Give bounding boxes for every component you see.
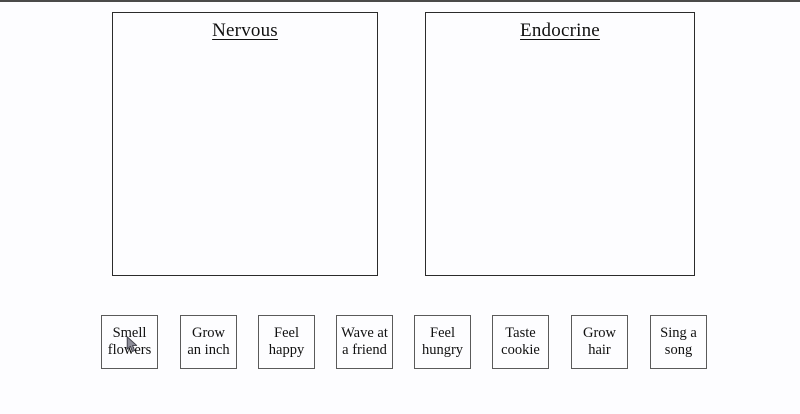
card-label: Smell flowers	[107, 324, 152, 358]
card-taste-cookie[interactable]: Taste cookie	[492, 315, 549, 369]
card-feel-happy[interactable]: Feel happy	[258, 315, 315, 369]
viewport-top-rule	[0, 0, 800, 2]
card-feel-hungry[interactable]: Feel hungry	[414, 315, 471, 369]
card-label: Taste cookie	[501, 324, 540, 358]
card-wave-at-a-friend[interactable]: Wave at a friend	[336, 315, 393, 369]
drop-zone-endocrine-title: Endocrine	[520, 20, 600, 41]
card-label: Sing a song	[660, 324, 697, 358]
card-label: Grow an inch	[187, 324, 230, 358]
card-grow-hair[interactable]: Grow hair	[571, 315, 628, 369]
drop-zone-nervous-well[interactable]	[113, 51, 377, 275]
drop-zone-nervous[interactable]: Nervous	[112, 12, 378, 276]
card-label: Feel hungry	[421, 324, 464, 358]
card-smell-flowers[interactable]: Smell flowers	[101, 315, 158, 369]
drop-zone-nervous-title: Nervous	[212, 20, 278, 41]
card-grow-an-inch[interactable]: Grow an inch	[180, 315, 237, 369]
drop-zone-endocrine-well[interactable]	[426, 51, 694, 275]
drop-zone-endocrine[interactable]: Endocrine	[425, 12, 695, 276]
card-label: Grow hair	[582, 324, 617, 358]
card-sing-a-song[interactable]: Sing a song	[650, 315, 707, 369]
card-label: Feel happy	[268, 324, 305, 358]
card-label: Wave at a friend	[341, 324, 388, 358]
